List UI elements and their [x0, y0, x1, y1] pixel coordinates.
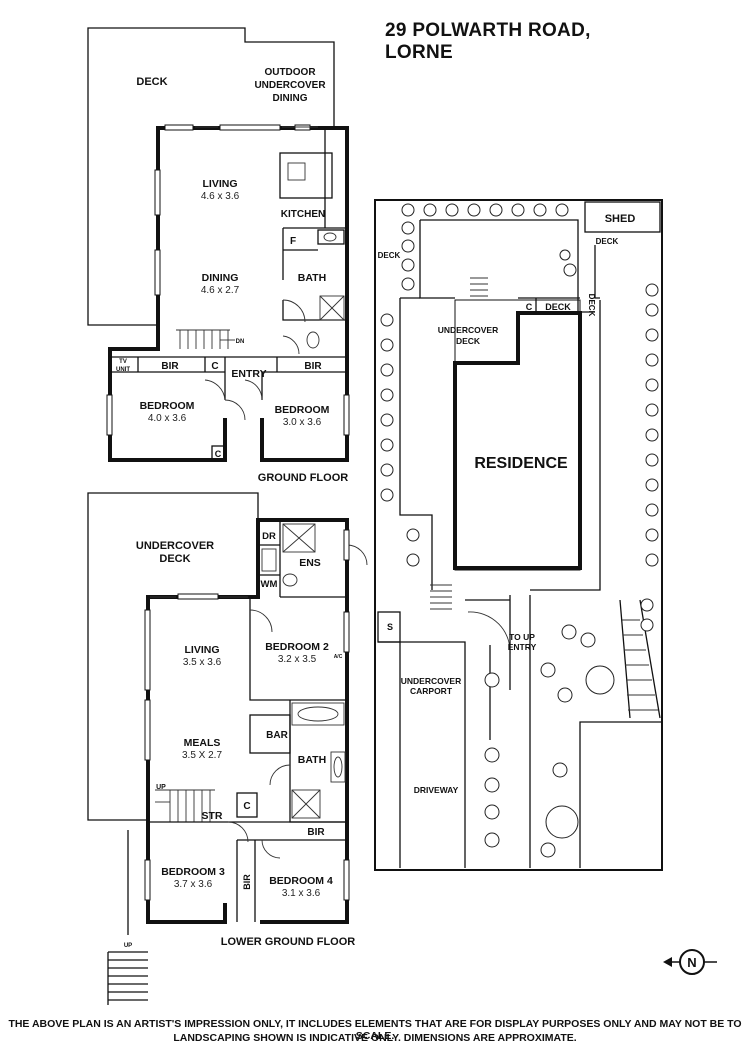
lgf-meals-dim: 3.5 X 2.7: [182, 750, 222, 761]
gf-bedroom-right-dim: 3.0 x 3.6: [283, 417, 322, 428]
lgf-bedroom3-dim: 3.7 x 3.6: [174, 879, 213, 890]
lgf-bir-vertical-label: BIR: [242, 874, 252, 890]
site-entry-label: ENTRY: [508, 642, 537, 652]
lgf-caption: LOWER GROUND FLOOR: [221, 936, 355, 948]
lgf-wm-label: WM: [261, 579, 278, 590]
site-driveway-label: DRIVEWAY: [414, 785, 459, 795]
lgf-bedroom2-dim: 3.2 x 3.5: [278, 654, 317, 665]
lgf-undercover-label-2: DECK: [159, 553, 190, 565]
lgf-bedroom2-label: BEDROOM 2: [265, 641, 329, 653]
lower-ground-floor-plan: [87, 492, 368, 1005]
disclaimer-line-2: LANDSCAPING SHOWN IS INDICATIVE ONLY. DI…: [173, 1032, 577, 1044]
lgf-undercover-label-1: UNDERCOVER: [136, 540, 214, 552]
lgf-living-label: LIVING: [184, 644, 219, 656]
site-undercover-deck-1: UNDERCOVER: [438, 325, 498, 335]
site-plan: [374, 199, 663, 871]
north-arrow-icon: [663, 949, 717, 975]
site-deck-left-label: DECK: [378, 251, 401, 260]
gf-bedroom-left-label: BEDROOM: [140, 400, 195, 412]
gf-living-dim: 4.6 x 3.6: [201, 191, 240, 202]
site-carport-label-2: CARPORT: [410, 686, 453, 696]
gf-bedroom-right-label: BEDROOM: [275, 404, 330, 416]
lgf-bedroom3-label: BEDROOM 3: [161, 866, 225, 878]
gf-bedroom-left-dim: 4.0 x 3.6: [148, 413, 187, 424]
lgf-bar-label: BAR: [266, 730, 288, 741]
plan-title: 29 POLWARTH ROAD, LORNE: [385, 20, 591, 63]
gf-outdoor-label-3: DINING: [273, 93, 308, 104]
site-undercover-deck-2: DECK: [456, 336, 481, 346]
gf-outdoor-label-1: OUTDOOR: [264, 67, 316, 78]
site-shed-label: SHED: [605, 213, 636, 225]
lgf-dr-label: DR: [262, 531, 276, 542]
gf-f-label: F: [290, 236, 296, 247]
gf-outdoor-label-2: UNDERCOVER: [254, 80, 326, 91]
gf-dn-label: DN: [236, 339, 245, 345]
site-carport-label-1: UNDERCOVER: [401, 676, 461, 686]
gf-bir-right-label: BIR: [304, 361, 322, 372]
lgf-up-label: UP: [156, 784, 166, 791]
gf-c-bottom-label: C: [215, 449, 222, 459]
lgf-bedroom4-dim: 3.1 x 3.6: [282, 888, 321, 899]
lgf-ac-label: A/C: [334, 654, 343, 660]
gf-tv-label: TV: [119, 359, 127, 365]
lgf-living-dim: 3.5 x 3.6: [183, 657, 222, 668]
shrub-icons: [380, 203, 659, 858]
site-deck-mid-label: DECK: [545, 302, 571, 312]
lgf-str-label: STR: [202, 810, 223, 822]
site-s-label: S: [387, 622, 393, 632]
gf-kitchen-label: KITCHEN: [281, 209, 325, 220]
gf-caption: GROUND FLOOR: [258, 472, 348, 484]
gf-dining-dim: 4.6 x 2.7: [201, 285, 240, 296]
gf-living-label: LIVING: [202, 178, 237, 190]
site-to-up-label: TO UP: [509, 632, 535, 642]
gf-bir-left-label: BIR: [161, 361, 179, 372]
lgf-stairs-up-label: UP: [124, 943, 132, 949]
disclaimer-line-1: THE ABOVE PLAN IS AN ARTIST'S IMPRESSION…: [8, 1018, 742, 1042]
gf-bath-label: BATH: [298, 272, 326, 284]
lgf-bedroom4-label: BEDROOM 4: [269, 875, 333, 887]
site-deck-right-label: DECK: [587, 294, 596, 317]
gf-unit-label: UNIT: [116, 367, 130, 373]
site-residence-label: RESIDENCE: [474, 455, 568, 472]
lgf-ens-label: ENS: [299, 557, 321, 569]
lgf-meals-label: MEALS: [184, 737, 221, 749]
site-deck-shed-label: DECK: [596, 237, 619, 246]
gf-c-label: C: [211, 361, 218, 372]
compass-letter: N: [687, 955, 696, 970]
lgf-bir-label: BIR: [307, 827, 325, 838]
gf-entry-label: ENTRY: [231, 368, 266, 380]
lgf-bath-label: BATH: [298, 754, 326, 766]
gf-dining-label: DINING: [202, 272, 239, 284]
gf-deck-label: DECK: [136, 76, 167, 88]
lgf-c-label: C: [243, 801, 250, 812]
site-c-label: C: [526, 302, 533, 312]
ground-floor-plan: [87, 27, 350, 462]
